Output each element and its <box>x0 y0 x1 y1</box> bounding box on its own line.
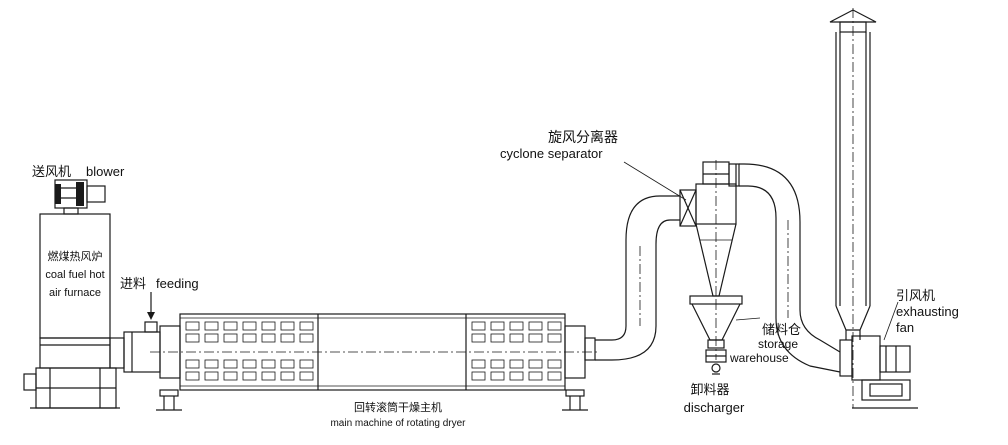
lifting-plate <box>185 359 200 369</box>
lifting-plate <box>242 359 257 369</box>
lifting-plate <box>242 333 257 343</box>
lifting-plate <box>528 321 543 331</box>
feeding-label-zh: 进料 <box>120 277 146 292</box>
dryer-label-zh: 回转滚筒干燥主机 <box>354 400 442 414</box>
storage-label-en-1: storage <box>758 337 798 351</box>
lifting-plate <box>547 371 562 381</box>
feeding-label-en: feeding <box>156 276 199 291</box>
lifting-plate <box>223 371 238 381</box>
lifting-plate <box>547 359 562 369</box>
lifting-plate <box>204 321 219 331</box>
furnace-label-en-2: air furnace <box>49 287 101 299</box>
lifting-plate <box>261 321 276 331</box>
lifting-plate <box>204 371 219 381</box>
cyclone-separator <box>695 160 737 300</box>
lifting-plate <box>223 321 238 331</box>
lifting-plate <box>261 333 276 343</box>
duct-dryer-to-cyclone <box>584 189 697 361</box>
lifting-plate <box>528 359 543 369</box>
lifting-plate <box>471 321 486 331</box>
lifting-plate <box>242 371 257 381</box>
furnace-connector <box>109 321 161 373</box>
lifting-plate <box>223 359 238 369</box>
coal-furnace <box>23 213 120 409</box>
lifting-plate <box>299 333 314 343</box>
lifting-plate <box>490 321 505 331</box>
fan-label-en-2: fan <box>896 320 914 335</box>
duct-cyclone-to-fan <box>728 163 841 373</box>
storage-label-en-2: warehouse <box>729 351 789 365</box>
discharger-label-zh: 卸料器 <box>690 382 729 398</box>
lifting-plate <box>509 359 524 369</box>
blower <box>54 179 106 215</box>
feeding-arrow <box>147 292 155 320</box>
lifting-plate <box>204 359 219 369</box>
discharger-label-en: discharger <box>684 400 745 415</box>
lifting-plate <box>509 333 524 343</box>
blower-label-zh: 送风机 <box>32 165 71 180</box>
lifting-plates-right <box>471 321 562 381</box>
lifting-plate <box>490 359 505 369</box>
lifting-plate <box>509 371 524 381</box>
lifting-plate <box>299 321 314 331</box>
lifting-plate <box>185 371 200 381</box>
lifting-plate <box>280 359 295 369</box>
lifting-plate <box>280 371 295 381</box>
lifting-plate <box>223 333 238 343</box>
lifting-plate <box>471 359 486 369</box>
cyclone-label-zh: 旋风分离器 <box>548 129 618 146</box>
furnace-label-zh: 燃煤热风炉 <box>48 249 103 263</box>
lifting-plate <box>471 333 486 343</box>
dryer-label-en: main machine of rotating dryer <box>330 418 466 429</box>
lifting-plate <box>261 359 276 369</box>
lifting-plate <box>242 321 257 331</box>
lifting-plate <box>547 321 562 331</box>
lifting-plate <box>528 371 543 381</box>
exhausting-fan <box>839 335 918 409</box>
discharger <box>705 339 727 375</box>
lifting-plate <box>299 359 314 369</box>
lifting-plate <box>261 371 276 381</box>
lifting-plate <box>204 333 219 343</box>
rotary-dryer <box>150 313 600 411</box>
lifting-plate <box>528 333 543 343</box>
fan-label-en-1: exhausting <box>896 304 959 319</box>
storage-label-zh: 储料仓 <box>762 323 801 338</box>
leader-lines <box>623 161 899 341</box>
fan-label-zh: 引风机 <box>896 289 935 304</box>
lifting-plate <box>509 321 524 331</box>
blower-label-en: blower <box>86 164 125 179</box>
chimney-stack <box>829 8 877 408</box>
lifting-plate <box>280 333 295 343</box>
lifting-plate <box>299 371 314 381</box>
lifting-plate <box>471 371 486 381</box>
lifting-plate <box>490 371 505 381</box>
furnace-label-en-1: coal fuel hot <box>45 269 104 281</box>
lifting-plate <box>185 321 200 331</box>
lifting-plate <box>185 333 200 343</box>
lifting-plates-left <box>185 321 314 381</box>
lifting-plate <box>547 333 562 343</box>
lifting-plate <box>490 333 505 343</box>
lifting-plate <box>280 321 295 331</box>
cyclone-label-en: cyclone separator <box>500 146 603 161</box>
